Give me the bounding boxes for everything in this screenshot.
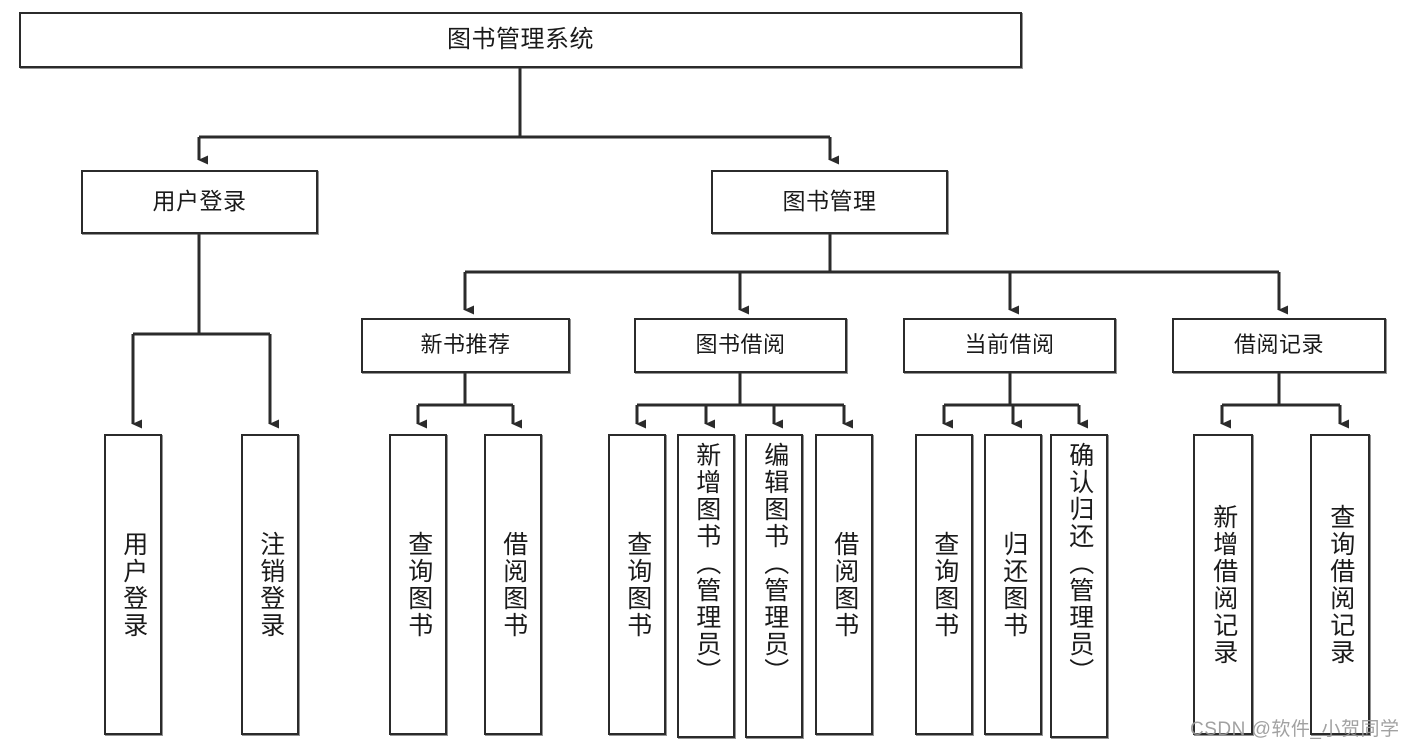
node-label: 查询借阅记录 bbox=[1326, 503, 1355, 666]
node-label: 归还图书 bbox=[999, 530, 1028, 639]
csdn-watermark: CSDN @软件_小贺同学 bbox=[1190, 719, 1400, 740]
node-label: 图书管理系统 bbox=[447, 25, 594, 53]
leaf-current-borrow-query[interactable]: 查询图书 bbox=[915, 434, 973, 735]
leaf-borrow-record-query[interactable]: 查询借阅记录 bbox=[1310, 434, 1370, 735]
node-user-login[interactable]: 用户登录 bbox=[81, 170, 318, 234]
leaf-new-book-query[interactable]: 查询图书 bbox=[389, 434, 447, 735]
leaf-book-borrow-edit[interactable]: 编辑图书（管理员） bbox=[745, 434, 803, 738]
node-label: 当前借阅 bbox=[964, 332, 1055, 358]
node-label: 借阅记录 bbox=[1233, 332, 1324, 358]
leaf-current-borrow-confirm-return[interactable]: 确认归还（管理员） bbox=[1050, 434, 1108, 738]
node-label: 确认归还（管理员） bbox=[1065, 442, 1094, 685]
node-borrow-record[interactable]: 借阅记录 bbox=[1172, 318, 1386, 373]
node-label: 借阅图书 bbox=[499, 530, 528, 639]
leaf-book-borrow-add[interactable]: 新增图书（管理员） bbox=[677, 434, 735, 738]
leaf-new-book-borrow[interactable]: 借阅图书 bbox=[484, 434, 542, 735]
node-label: 用户登录 bbox=[119, 530, 148, 639]
node-label: 注销登录 bbox=[256, 530, 285, 639]
leaf-user-login-signin[interactable]: 用户登录 bbox=[104, 434, 162, 735]
node-label: 用户登录 bbox=[152, 188, 247, 215]
node-label: 新增借阅记录 bbox=[1209, 503, 1238, 666]
node-label: 查询图书 bbox=[930, 530, 959, 639]
node-label: 图书借阅 bbox=[695, 332, 786, 358]
node-label: 新增图书（管理员） bbox=[692, 442, 721, 685]
node-label: 查询图书 bbox=[623, 530, 652, 639]
node-book-borrow[interactable]: 图书借阅 bbox=[634, 318, 847, 373]
node-current-borrow[interactable]: 当前借阅 bbox=[903, 318, 1116, 373]
node-root-system[interactable]: 图书管理系统 bbox=[19, 12, 1022, 68]
node-book-management[interactable]: 图书管理 bbox=[711, 170, 948, 234]
node-label: 借阅图书 bbox=[830, 530, 859, 639]
node-label: 图书管理 bbox=[782, 188, 877, 215]
node-label: 编辑图书（管理员） bbox=[760, 442, 789, 685]
leaf-borrow-record-add[interactable]: 新增借阅记录 bbox=[1193, 434, 1253, 735]
node-label: 新书推荐 bbox=[420, 332, 511, 358]
node-new-book-recommend[interactable]: 新书推荐 bbox=[361, 318, 570, 373]
leaf-user-login-signout[interactable]: 注销登录 bbox=[241, 434, 299, 735]
leaf-book-borrow-query[interactable]: 查询图书 bbox=[608, 434, 666, 735]
node-label: 查询图书 bbox=[404, 530, 433, 639]
leaf-book-borrow-lend[interactable]: 借阅图书 bbox=[815, 434, 873, 735]
leaf-current-borrow-return[interactable]: 归还图书 bbox=[984, 434, 1042, 735]
